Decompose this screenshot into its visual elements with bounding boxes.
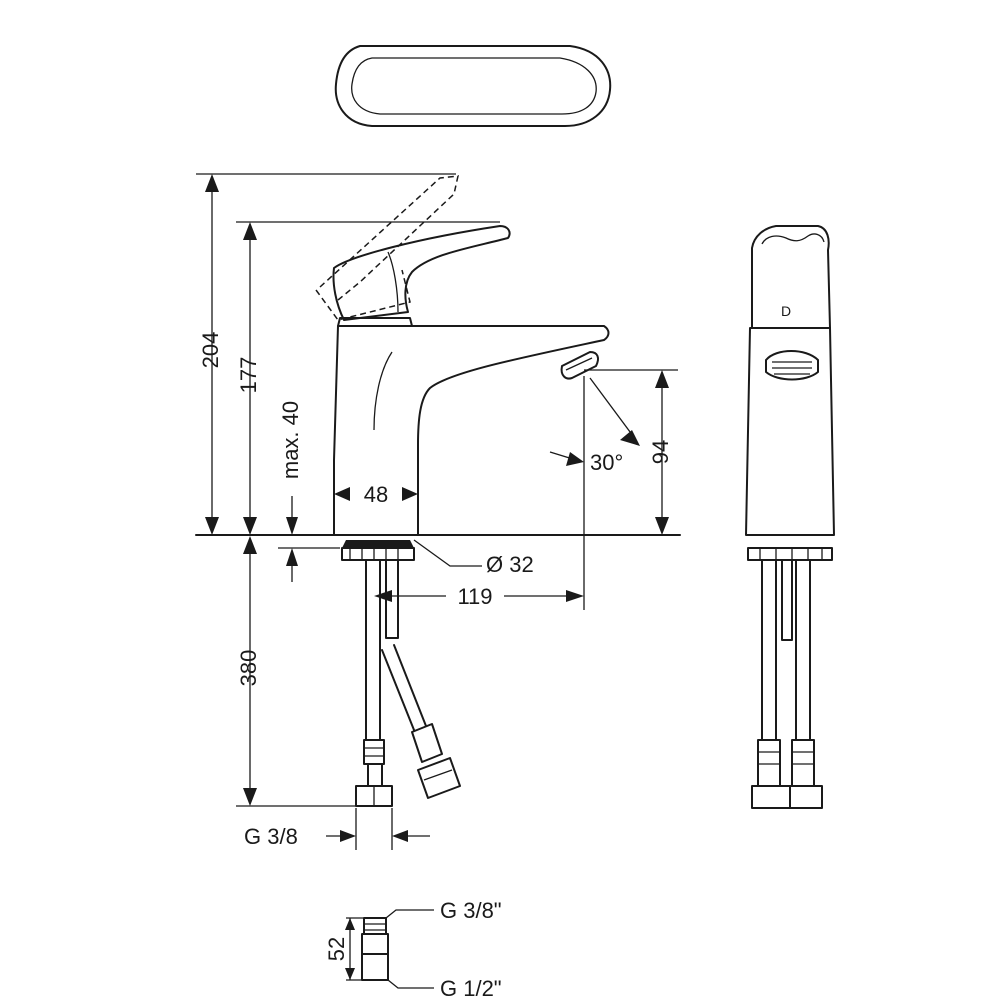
dim-mounting-hole: Ø 32 — [486, 552, 534, 577]
top-view-handle — [334, 45, 612, 127]
aerator — [560, 351, 599, 380]
side-view-d-mark: D — [781, 303, 791, 319]
dimension-lines — [196, 173, 678, 850]
dim-max-deck-thickness: max. 40 — [278, 401, 303, 479]
dim-spout-height: 177 — [236, 357, 261, 394]
dim-aerator-height: 94 — [648, 440, 673, 464]
adapter-detail — [345, 909, 434, 989]
adapter-height: 52 — [324, 937, 349, 961]
faucet-body — [333, 325, 610, 536]
dim-overall-height: 204 — [198, 332, 223, 369]
adapter-top-thread: G 3/8" — [440, 898, 502, 923]
lever-raised-outline — [319, 175, 459, 301]
side-view-faucet: D — [745, 225, 835, 809]
front-view-faucet — [195, 175, 681, 807]
side-view-aerator — [765, 350, 819, 381]
dim-body-width: 48 — [364, 482, 388, 507]
lever — [332, 225, 511, 321]
dim-hose-connection: G 3/8 — [244, 824, 298, 849]
dim-projection: 119 — [457, 584, 492, 609]
adapter-bottom-thread: G 1/2" — [440, 976, 502, 1000]
dim-hose-length: 380 — [236, 650, 261, 687]
dim-spout-angle: 30° — [590, 450, 623, 475]
